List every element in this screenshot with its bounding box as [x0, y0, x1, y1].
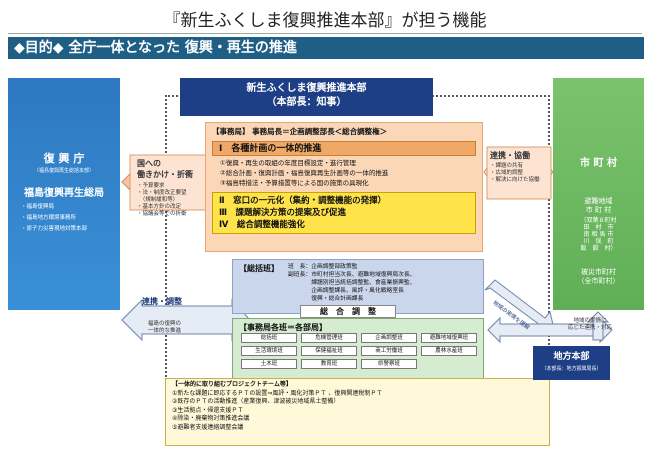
- section-cell: 保健福祉班: [301, 346, 357, 356]
- project-team-line: ①新たな課題に即応するＰＴの設置⇒風評・風化対策ＰＴ 、復興関連税制ＰＴ: [172, 389, 383, 397]
- project-team-box: 【一体的に取り組むプロジェクトチーム等】 ①新たな課題に即応するＰＴの設置⇒風評…: [165, 378, 550, 446]
- function-item-1: Ⅰ 各種計画の一体的推進: [212, 141, 476, 156]
- arrow-right-vertical: [586, 311, 610, 341]
- project-team-line: ②既存のＰＴの活動推進（産業復興、津波被災地域県土整備）: [172, 398, 340, 405]
- function-item: Ⅳ 総合調整機能強化: [219, 220, 305, 230]
- bureau-item: ・福島地方環境事務所: [21, 215, 77, 221]
- municipalities-panel: 市 町 村 避難地域 市 町 村 （双葉８町村 田 村 市 南 相 馬 市 川 …: [553, 78, 644, 310]
- bureau-item: ・原子力災害現地対策本部: [21, 226, 88, 232]
- evacuation-area-label: 避難地域 市 町 村: [584, 197, 613, 214]
- section-cell: 県警察班: [361, 359, 417, 369]
- section-cell: 土木班: [241, 359, 297, 369]
- section-cell: 教育班: [301, 359, 357, 369]
- function-subitem: ②総合計画・復興計画・福島復興再生計画等の一体的推進: [220, 169, 389, 177]
- bureau-item: ・福島復興局: [21, 204, 55, 210]
- section-cell: 危機管理班: [301, 333, 357, 343]
- municipalities-title: 市 町 村: [580, 158, 617, 169]
- secretariat-box: 【事務局】 事務局長＝企画調整部長＜総合調整権＞ Ⅰ 各種計画の一体的推進 ①復…: [205, 122, 483, 252]
- section-cell: 企画調整班: [361, 333, 417, 343]
- purpose-bar: ◆目的◆ 全庁一体となった 復興・再生の推進: [8, 37, 644, 59]
- general-affairs-line: 副班長：市町村担当次長、避難地域復興局次長、: [288, 272, 416, 278]
- page-title: 『新生ふくしま復興推進本部』が担う機能: [163, 11, 487, 31]
- general-affairs-head: 【総括班】: [239, 264, 279, 273]
- arrow-right-top-title: 連携・協働: [490, 151, 530, 160]
- section-cell: 商工労働班: [361, 346, 417, 356]
- sections-head: 【事務局各班＝各部局】: [239, 323, 327, 332]
- reconstruction-agency-subtitle: （福島復興再生総括本部）: [33, 168, 94, 174]
- hq-chief: （本部長：知事）: [266, 97, 347, 108]
- function-subitem: ③福島特措法・予算措置等による国の施策の具現化: [220, 179, 369, 187]
- project-team-line: ⑤避難者支援連絡調整会議: [172, 423, 244, 431]
- arrow-left-bottom-note: 福島の復興の 一体的な推進: [148, 321, 182, 334]
- general-affairs-line: 課題別担当統括調整監、食産業振興監、: [288, 280, 416, 286]
- general-affairs-box: 【総括班】 班 長：企画調整部政策監 副班長：市町村担当次長、避難地域復興局次長…: [232, 259, 484, 314]
- arrow-left-top-note: ・予算要求 ・法・制度改正要望 （規制緩和等） ・基本方針の改定 ・協議会等での…: [137, 183, 187, 217]
- arrow-right-top-note: ・課題の共有 ・広域的調整 ・解決に向けた協働: [490, 163, 540, 183]
- local-hq-subtitle: （本部長：地方振興局長）: [541, 366, 602, 372]
- project-team-line: ③生活拠点・帰還支援ＰＴ: [172, 406, 244, 414]
- arrow-right-top-body: [486, 146, 552, 200]
- department-sections-box: 【事務局各班＝各部局】 総括班 危機管理班 企画調整班 避難地域復興班 生活環境…: [232, 318, 484, 380]
- general-affairs-line: 復興・総合計画課長: [288, 296, 364, 302]
- hq-box: 新生ふくしま復興推進本部 （本部長：知事）: [180, 78, 433, 116]
- fukushima-bureau-title: 福島復興再生総局: [24, 188, 104, 199]
- project-team-head: 【一体的に取り組むプロジェクトチーム等】: [172, 381, 292, 388]
- local-hq-box: 地方本部 （本部長：地方振興局長）: [533, 346, 610, 380]
- section-cell: 生活環境班: [241, 346, 297, 356]
- arrow-right-bottom-note: 地域の実情に 応じた連携・対応: [567, 318, 612, 331]
- reconstruction-agency-title: 復 興 庁: [43, 152, 85, 165]
- local-hq-title: 地方本部: [553, 352, 590, 362]
- arrow-left-bottom-title: 連携・調整: [142, 297, 182, 306]
- general-affairs-line: 班 長：企画調整部政策監: [288, 264, 358, 270]
- evacuation-municipality-names: （双葉８町村 田 村 市 南 相 馬 市 川 俣 町 飯 舘 村）: [580, 217, 617, 252]
- function-subitem: ①復興・再生の取組の年度目標設定・進行管理: [220, 159, 356, 167]
- arrow-left-top-title: 国への 働きかけ・折衝: [137, 159, 193, 179]
- affected-municipalities-label: 被災市町村 （全市町村）: [577, 268, 620, 285]
- secretariat-head: 【事務局】 事務局長＝企画調整部長＜総合調整権＞: [212, 127, 388, 136]
- section-cell: 避難地域復興班: [421, 333, 477, 343]
- title-divider: [8, 33, 642, 34]
- function-item: Ⅱ 窓口の一元化（集約・調整機能の発揮）: [219, 196, 387, 206]
- reconstruction-agency-panel: 復 興 庁 （福島復興再生総括本部） 福島復興再生総局 ・福島復興局 ・福島地方…: [8, 78, 120, 310]
- function-item: Ⅲ 課題解決方策の提案及び促進: [219, 208, 347, 218]
- general-affairs-line: 企画調整課長、風評・風化戦略室長: [288, 288, 404, 294]
- function-items-2-4: Ⅱ 窓口の一元化（集約・調整機能の発揮） Ⅲ 課題解決方策の提案及び促進 Ⅳ 総…: [212, 192, 476, 234]
- arrow-left-top-body: [129, 154, 209, 211]
- section-cell: 農林水産班: [421, 346, 477, 356]
- arrow-right-bottom: [487, 316, 613, 344]
- project-team-line: ④除染・廃棄物対策推進会議: [172, 415, 250, 422]
- hq-name: 新生ふくしま復興推進本部: [246, 83, 367, 94]
- coordination-label: 総 合 調 整: [300, 305, 396, 318]
- section-cell: 総括班: [241, 333, 297, 343]
